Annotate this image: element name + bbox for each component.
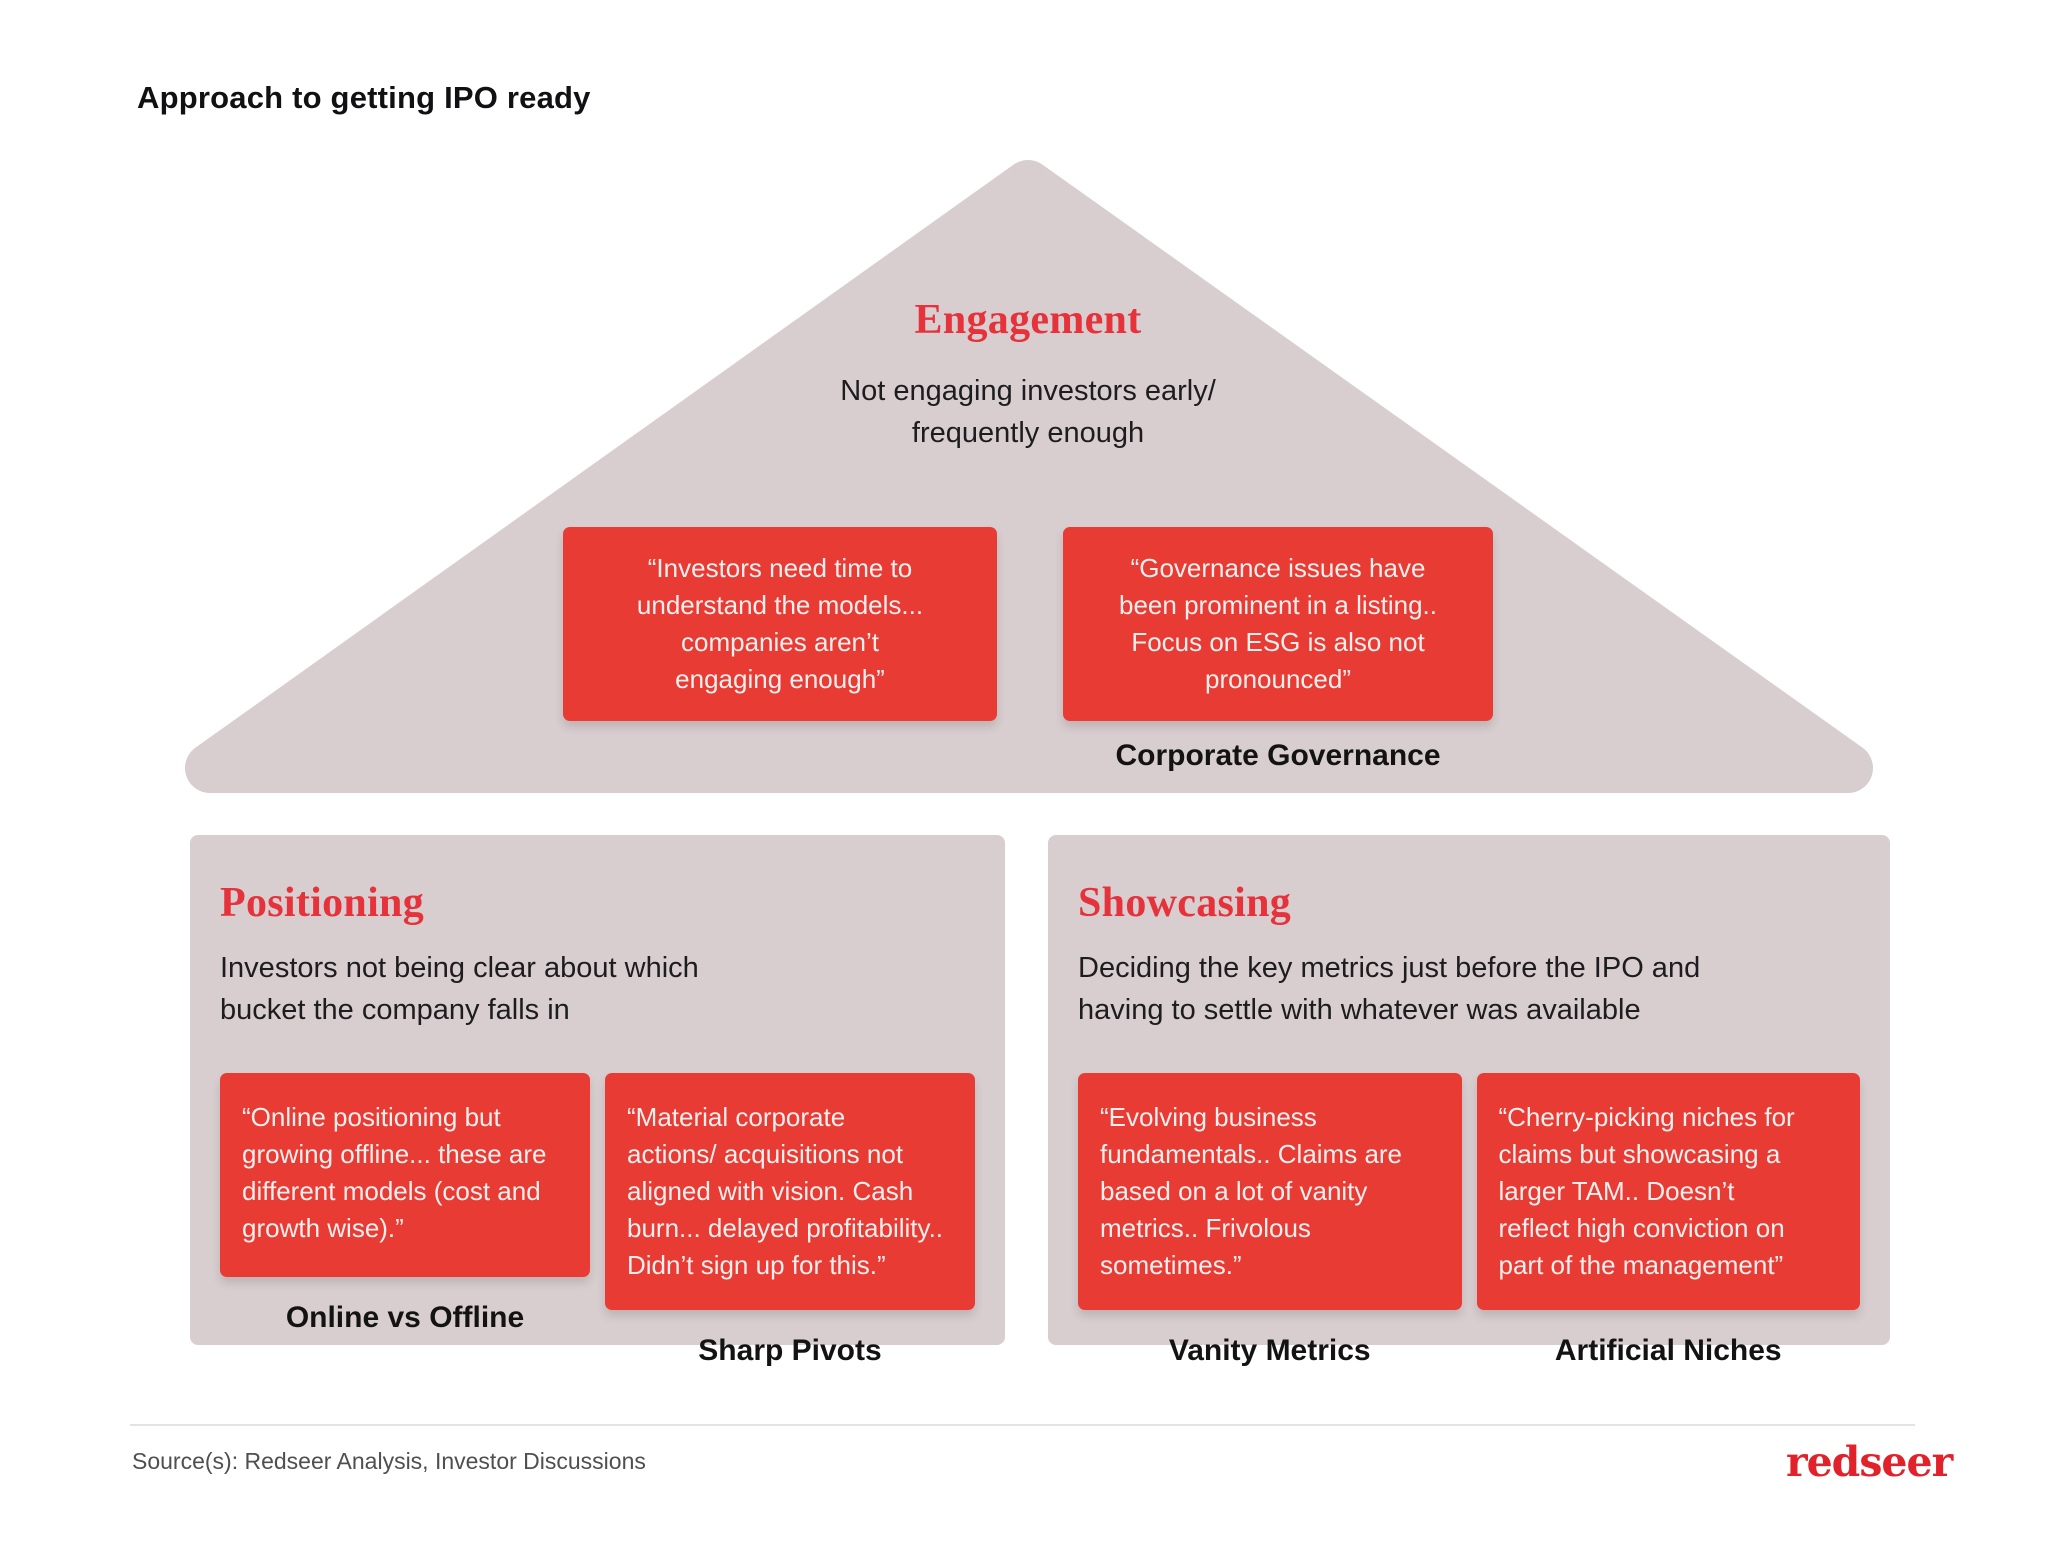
- quote-box-artificial-niches: “Cherry-picking niches for claims but sh…: [1476, 1073, 1860, 1310]
- online-vs-offline-label: Online vs Offline: [285, 1301, 525, 1335]
- quote-cell: “Online positioning but growing offline.…: [220, 1073, 590, 1368]
- quote-cell: “Cherry-picking niches for claims but sh…: [1476, 1073, 1860, 1368]
- showcasing-subtitle: Deciding the key metrics just before the…: [1078, 952, 1701, 1027]
- positioning-title: Positioning: [220, 880, 425, 926]
- artificial-niches-label: Artificial Niches: [1554, 1333, 1782, 1367]
- pyramid-title: Engagement: [914, 297, 1142, 343]
- quote-box-sharp-pivots: “Material corporate actions/ acquisition…: [605, 1073, 975, 1310]
- quote-box-engagement-left: “Investors need time to understand the m…: [563, 527, 997, 721]
- quote-box-vanity-metrics: “Evolving business fundamentals.. Claims…: [1078, 1073, 1462, 1310]
- showcasing-quote-row: “Evolving business fundamentals.. Claims…: [1078, 1073, 1860, 1368]
- vanity-metrics-label: Vanity Metrics: [1168, 1333, 1371, 1367]
- positioning-quote-row: “Online positioning but growing offline.…: [220, 1073, 975, 1368]
- page-title: Approach to getting IPO ready: [137, 80, 591, 115]
- quote-box-online-vs-offline: “Online positioning but growing offline.…: [220, 1073, 590, 1278]
- quote-box-engagement-right: “Governance issues have been prominent i…: [1063, 527, 1493, 721]
- corporate-governance-label: Corporate Governance: [1115, 739, 1441, 772]
- source-note: Source(s): Redseer Analysis, Investor Di…: [132, 1448, 646, 1474]
- sharp-pivots-label: Sharp Pivots: [698, 1333, 882, 1367]
- redseer-logo: redseer: [1786, 1438, 1953, 1486]
- positioning-subtitle: Investors not being clear about which bu…: [220, 952, 699, 1027]
- positioning-panel: Positioning Investors not being clear ab…: [190, 835, 1005, 1367]
- pyramid-header: Engagement Not engaging investors early/…: [628, 296, 1428, 454]
- footer-divider: [130, 1424, 1915, 1426]
- showcasing-panel: Showcasing Deciding the key metrics just…: [1048, 835, 1890, 1367]
- showcasing-title: Showcasing: [1078, 880, 1292, 926]
- quote-cell: “Evolving business fundamentals.. Claims…: [1078, 1073, 1462, 1368]
- pyramid-subtitle: Not engaging investors early/ frequently…: [840, 375, 1216, 450]
- quote-cell: “Material corporate actions/ acquisition…: [605, 1073, 975, 1368]
